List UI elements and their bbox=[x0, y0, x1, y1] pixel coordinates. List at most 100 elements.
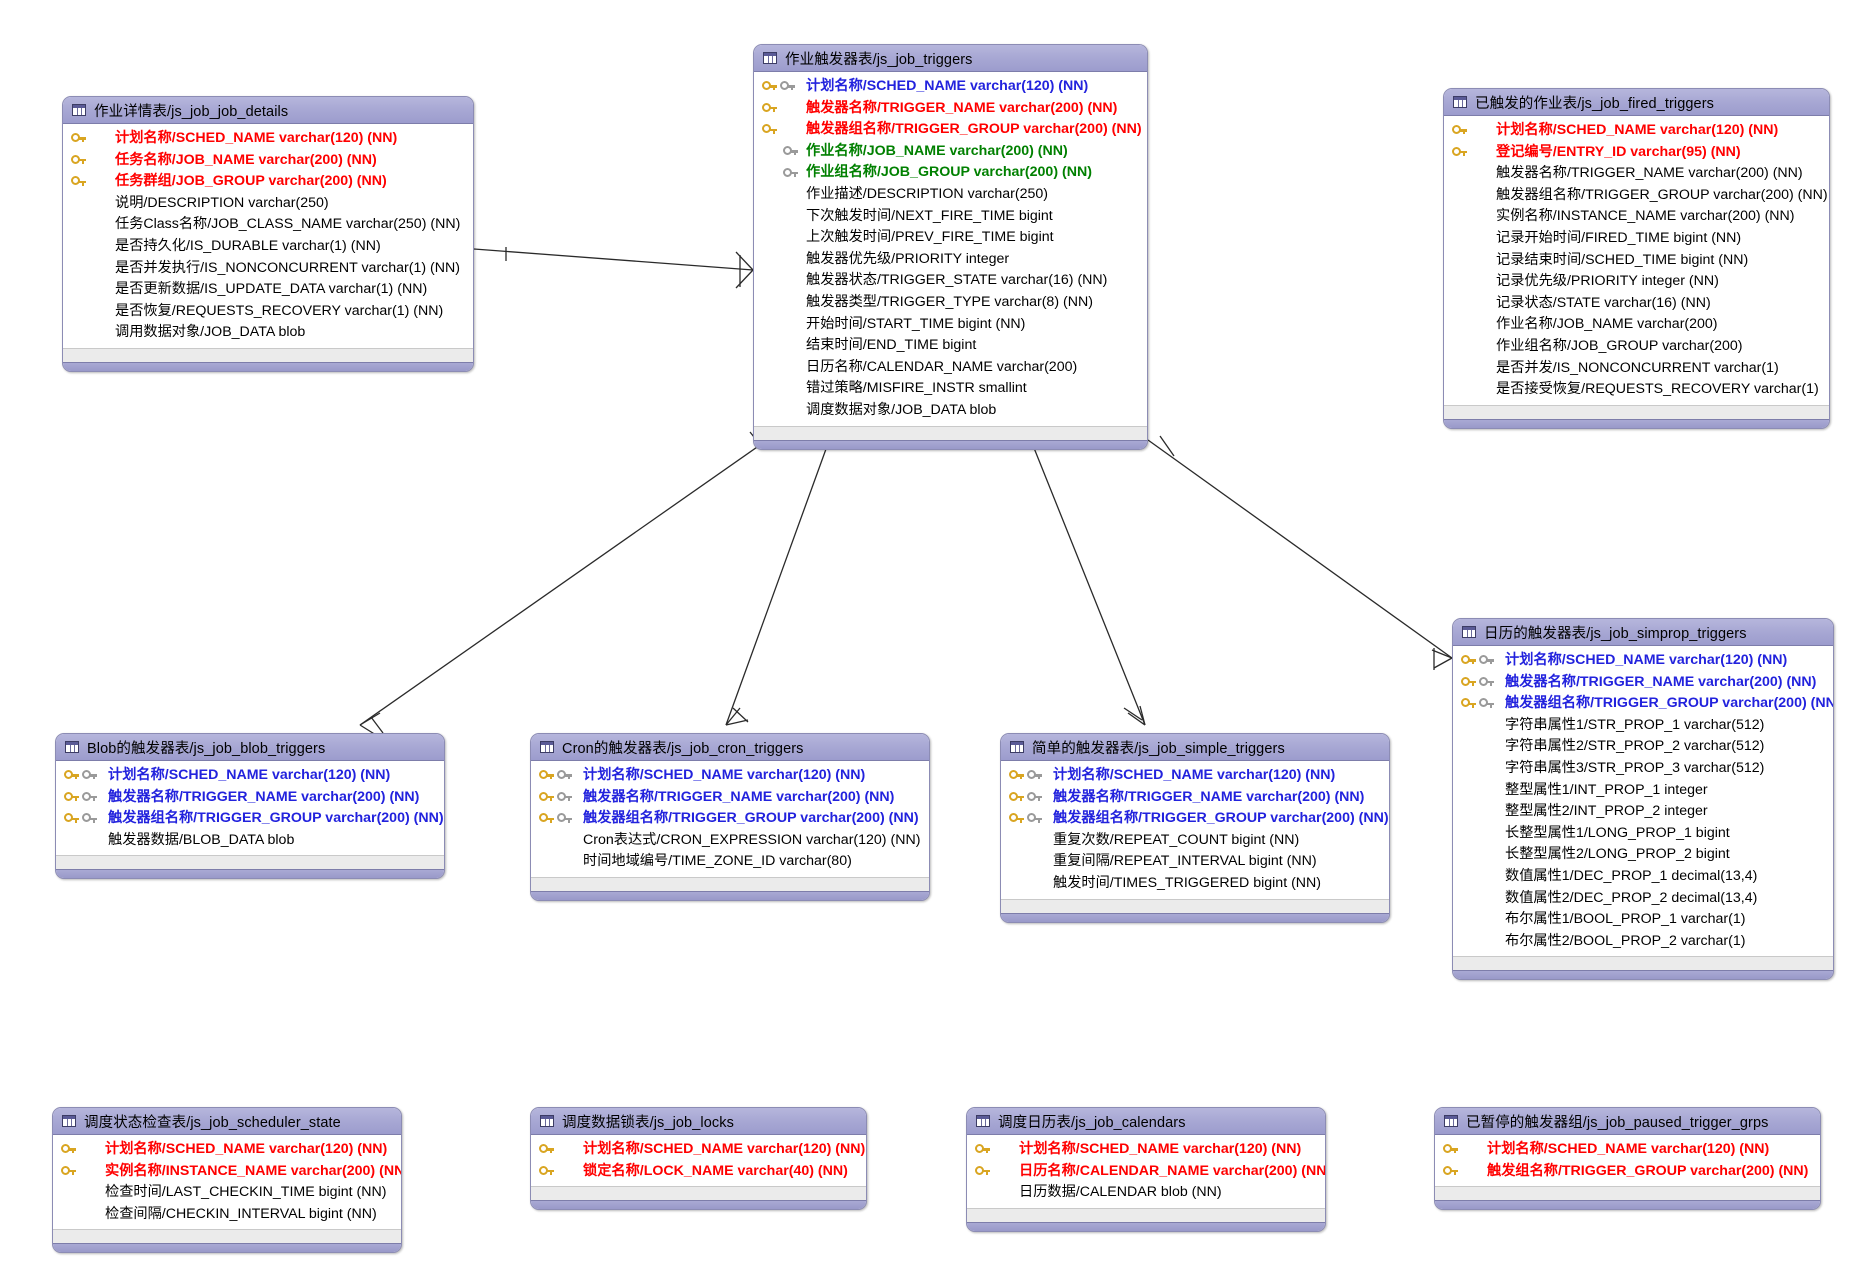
entity-header-locks[interactable]: 调度数据锁表/js_job_locks bbox=[531, 1108, 866, 1135]
attribute-row[interactable]: 任务名称/JOB_NAME varchar(200) (NN) bbox=[63, 150, 473, 172]
attribute-row[interactable]: 计划名称/SCHED_NAME varchar(120) (NN) bbox=[531, 1139, 866, 1161]
entity-job_details[interactable]: 作业详情表/js_job_job_details 计划名称/SCHED_NAME … bbox=[62, 96, 474, 372]
entity-cron_triggers[interactable]: Cron的触发器表/js_job_cron_triggers 计划名称/SCHED… bbox=[530, 733, 930, 901]
attribute-row[interactable]: 触发器名称/TRIGGER_NAME varchar(200) (NN) bbox=[754, 98, 1147, 120]
attribute-row[interactable]: 是否恢复/REQUESTS_RECOVERY varchar(1) (NN) bbox=[63, 301, 473, 323]
entity-scheduler_state[interactable]: 调度状态检查表/js_job_scheduler_state 计划名称/SCHED… bbox=[52, 1107, 402, 1254]
attribute-row[interactable]: 是否接受恢复/REQUESTS_RECOVERY varchar(1) bbox=[1444, 379, 1829, 401]
attribute-row[interactable]: 作业组名称/JOB_GROUP varchar(200) (NN) bbox=[754, 162, 1147, 184]
entity-header-paused_trigger_grps[interactable]: 已暂停的触发器组/js_job_paused_trigger_grps bbox=[1435, 1108, 1820, 1135]
attribute-row[interactable]: 计划名称/SCHED_NAME varchar(120) (NN) bbox=[1435, 1139, 1820, 1161]
attribute-row[interactable]: 重复间隔/REPEAT_INTERVAL bigint (NN) bbox=[1001, 851, 1389, 873]
attribute-row[interactable]: 触发器名称/TRIGGER_NAME varchar(200) (NN) bbox=[531, 787, 929, 809]
attribute-row[interactable]: 触发器名称/TRIGGER_NAME varchar(200) (NN) bbox=[56, 787, 444, 809]
attribute-row[interactable]: 字符串属性3/STR_PROP_3 varchar(512) bbox=[1453, 758, 1833, 780]
attribute-row[interactable]: 作业名称/JOB_NAME varchar(200) (NN) bbox=[754, 141, 1147, 163]
entity-header-calendars[interactable]: 调度日历表/js_job_calendars bbox=[967, 1108, 1325, 1135]
attribute-row[interactable]: 触发器名称/TRIGGER_NAME varchar(200) (NN) bbox=[1001, 787, 1389, 809]
attribute-row[interactable]: 触发器数据/BLOB_DATA blob bbox=[56, 830, 444, 852]
attribute-row[interactable]: 整型属性1/INT_PROP_1 integer bbox=[1453, 780, 1833, 802]
entity-locks[interactable]: 调度数据锁表/js_job_locks 计划名称/SCHED_NAME varch… bbox=[530, 1107, 867, 1211]
attribute-row[interactable]: 时间地域编号/TIME_ZONE_ID varchar(80) bbox=[531, 851, 929, 873]
entity-simprop_triggers[interactable]: 日历的触发器表/js_job_simprop_triggers 计划名称/SCHE… bbox=[1452, 618, 1834, 981]
attribute-row[interactable]: 锁定名称/LOCK_NAME varchar(40) (NN) bbox=[531, 1161, 866, 1183]
attribute-row[interactable]: 记录状态/STATE varchar(16) (NN) bbox=[1444, 293, 1829, 315]
attribute-row[interactable]: 数值属性1/DEC_PROP_1 decimal(13,4) bbox=[1453, 866, 1833, 888]
entity-header-scheduler_state[interactable]: 调度状态检查表/js_job_scheduler_state bbox=[53, 1108, 401, 1135]
attribute-row[interactable]: 计划名称/SCHED_NAME varchar(120) (NN) bbox=[967, 1139, 1325, 1161]
entity-header-cron_triggers[interactable]: Cron的触发器表/js_job_cron_triggers bbox=[531, 734, 929, 761]
attribute-row[interactable]: 开始时间/START_TIME bigint (NN) bbox=[754, 314, 1147, 336]
attribute-row[interactable]: Cron表达式/CRON_EXPRESSION varchar(120) (NN… bbox=[531, 830, 929, 852]
attribute-row[interactable]: 计划名称/SCHED_NAME varchar(120) (NN) bbox=[1444, 120, 1829, 142]
attribute-row[interactable]: 计划名称/SCHED_NAME varchar(120) (NN) bbox=[56, 765, 444, 787]
entity-header-job_details[interactable]: 作业详情表/js_job_job_details bbox=[63, 97, 473, 124]
entity-header-blob_triggers[interactable]: Blob的触发器表/js_job_blob_triggers bbox=[56, 734, 444, 761]
attribute-row[interactable]: 触发器组名称/TRIGGER_GROUP varchar(200) (NN) bbox=[754, 119, 1147, 141]
attribute-row[interactable]: 说明/DESCRIPTION varchar(250) bbox=[63, 193, 473, 215]
attribute-row[interactable]: 结束时间/END_TIME bigint bbox=[754, 335, 1147, 357]
entity-blob_triggers[interactable]: Blob的触发器表/js_job_blob_triggers 计划名称/SCHED… bbox=[55, 733, 445, 880]
attribute-row[interactable]: 长整型属性2/LONG_PROP_2 bigint bbox=[1453, 844, 1833, 866]
entity-header-triggers[interactable]: 作业触发器表/js_job_triggers bbox=[754, 45, 1147, 72]
attribute-row[interactable]: 错过策略/MISFIRE_INSTR smallint bbox=[754, 378, 1147, 400]
attribute-row[interactable]: 计划名称/SCHED_NAME varchar(120) (NN) bbox=[531, 765, 929, 787]
attribute-row[interactable]: 实例名称/INSTANCE_NAME varchar(200) (NN) bbox=[53, 1161, 401, 1183]
attribute-row[interactable]: 触发器组名称/TRIGGER_GROUP varchar(200) (NN) bbox=[1444, 185, 1829, 207]
attribute-row[interactable]: 作业描述/DESCRIPTION varchar(250) bbox=[754, 184, 1147, 206]
attribute-row[interactable]: 下次触发时间/NEXT_FIRE_TIME bigint bbox=[754, 206, 1147, 228]
attribute-row[interactable]: 日历名称/CALENDAR_NAME varchar(200) bbox=[754, 357, 1147, 379]
attribute-row[interactable]: 触发器组名称/TRIGGER_GROUP varchar(200) (NN) bbox=[1001, 808, 1389, 830]
attribute-row[interactable]: 布尔属性1/BOOL_PROP_1 varchar(1) bbox=[1453, 909, 1833, 931]
entity-header-simprop_triggers[interactable]: 日历的触发器表/js_job_simprop_triggers bbox=[1453, 619, 1833, 646]
attribute-row[interactable]: 是否持久化/IS_DURABLE varchar(1) (NN) bbox=[63, 236, 473, 258]
attribute-row[interactable]: 登记编号/ENTRY_ID varchar(95) (NN) bbox=[1444, 142, 1829, 164]
attribute-row[interactable]: 触发器名称/TRIGGER_NAME varchar(200) (NN) bbox=[1444, 163, 1829, 185]
attribute-row[interactable]: 记录结束时间/SCHED_TIME bigint (NN) bbox=[1444, 250, 1829, 272]
attribute-row[interactable]: 调用数据对象/JOB_DATA blob bbox=[63, 322, 473, 344]
attribute-row[interactable]: 计划名称/SCHED_NAME varchar(120) (NN) bbox=[754, 76, 1147, 98]
attribute-row[interactable]: 字符串属性2/STR_PROP_2 varchar(512) bbox=[1453, 736, 1833, 758]
attribute-row[interactable]: 计划名称/SCHED_NAME varchar(120) (NN) bbox=[63, 128, 473, 150]
entity-calendars[interactable]: 调度日历表/js_job_calendars 计划名称/SCHED_NAME va… bbox=[966, 1107, 1326, 1232]
attribute-row[interactable]: 检查间隔/CHECKIN_INTERVAL bigint (NN) bbox=[53, 1204, 401, 1226]
attribute-row[interactable]: 长整型属性1/LONG_PROP_1 bigint bbox=[1453, 823, 1833, 845]
attribute-row[interactable]: 数值属性2/DEC_PROP_2 decimal(13,4) bbox=[1453, 888, 1833, 910]
attribute-row[interactable]: 触发器状态/TRIGGER_STATE varchar(16) (NN) bbox=[754, 270, 1147, 292]
attribute-row[interactable]: 任务群组/JOB_GROUP varchar(200) (NN) bbox=[63, 171, 473, 193]
attribute-row[interactable]: 任务Class名称/JOB_CLASS_NAME varchar(250) (N… bbox=[63, 214, 473, 236]
attribute-row[interactable]: 计划名称/SCHED_NAME varchar(120) (NN) bbox=[1001, 765, 1389, 787]
attribute-row[interactable]: 计划名称/SCHED_NAME varchar(120) (NN) bbox=[1453, 650, 1833, 672]
attribute-row[interactable]: 触发器组名称/TRIGGER_GROUP varchar(200) (NN) bbox=[531, 808, 929, 830]
attribute-row[interactable]: 触发器类型/TRIGGER_TYPE varchar(8) (NN) bbox=[754, 292, 1147, 314]
entity-triggers[interactable]: 作业触发器表/js_job_triggers 计划名称/SCHED_NAME va… bbox=[753, 44, 1148, 450]
attribute-row[interactable]: 日历数据/CALENDAR blob (NN) bbox=[967, 1182, 1325, 1204]
attribute-row[interactable]: 触发器组名称/TRIGGER_GROUP varchar(200) (NN) bbox=[1453, 693, 1833, 715]
entity-simple_triggers[interactable]: 简单的触发器表/js_job_simple_triggers 计划名称/SCHED… bbox=[1000, 733, 1390, 923]
entity-header-simple_triggers[interactable]: 简单的触发器表/js_job_simple_triggers bbox=[1001, 734, 1389, 761]
entity-paused_trigger_grps[interactable]: 已暂停的触发器组/js_job_paused_trigger_grps 计划名称/… bbox=[1434, 1107, 1821, 1211]
attribute-row[interactable]: 作业名称/JOB_NAME varchar(200) bbox=[1444, 314, 1829, 336]
entity-header-fired_triggers[interactable]: 已触发的作业表/js_job_fired_triggers bbox=[1444, 89, 1829, 116]
attribute-row[interactable]: 作业组名称/JOB_GROUP varchar(200) bbox=[1444, 336, 1829, 358]
attribute-row[interactable]: 整型属性2/INT_PROP_2 integer bbox=[1453, 801, 1833, 823]
attribute-row[interactable]: 触发器组名称/TRIGGER_GROUP varchar(200) (NN) bbox=[56, 808, 444, 830]
attribute-row[interactable]: 上次触发时间/PREV_FIRE_TIME bigint bbox=[754, 227, 1147, 249]
attribute-row[interactable]: 字符串属性1/STR_PROP_1 varchar(512) bbox=[1453, 715, 1833, 737]
attribute-row[interactable]: 触发器名称/TRIGGER_NAME varchar(200) (NN) bbox=[1453, 672, 1833, 694]
attribute-row[interactable]: 是否更新数据/IS_UPDATE_DATA varchar(1) (NN) bbox=[63, 279, 473, 301]
attribute-row[interactable]: 是否并发/IS_NONCONCURRENT varchar(1) bbox=[1444, 358, 1829, 380]
attribute-row[interactable]: 实例名称/INSTANCE_NAME varchar(200) (NN) bbox=[1444, 206, 1829, 228]
attribute-row[interactable]: 检查时间/LAST_CHECKIN_TIME bigint (NN) bbox=[53, 1182, 401, 1204]
attribute-row[interactable]: 布尔属性2/BOOL_PROP_2 varchar(1) bbox=[1453, 931, 1833, 953]
attribute-row[interactable]: 计划名称/SCHED_NAME varchar(120) (NN) bbox=[53, 1139, 401, 1161]
attribute-row[interactable]: 日历名称/CALENDAR_NAME varchar(200) (NN) bbox=[967, 1161, 1325, 1183]
attribute-row[interactable]: 记录开始时间/FIRED_TIME bigint (NN) bbox=[1444, 228, 1829, 250]
attribute-row[interactable]: 调度数据对象/JOB_DATA blob bbox=[754, 400, 1147, 422]
attribute-row[interactable]: 记录优先级/PRIORITY integer (NN) bbox=[1444, 271, 1829, 293]
entity-fired_triggers[interactable]: 已触发的作业表/js_job_fired_triggers 计划名称/SCHED_… bbox=[1443, 88, 1830, 429]
attribute-row[interactable]: 触发器优先级/PRIORITY integer bbox=[754, 249, 1147, 271]
attribute-row[interactable]: 重复次数/REPEAT_COUNT bigint (NN) bbox=[1001, 830, 1389, 852]
attribute-row[interactable]: 是否并发执行/IS_NONCONCURRENT varchar(1) (NN) bbox=[63, 258, 473, 280]
attribute-row[interactable]: 触发组名称/TRIGGER_GROUP varchar(200) (NN) bbox=[1435, 1161, 1820, 1183]
